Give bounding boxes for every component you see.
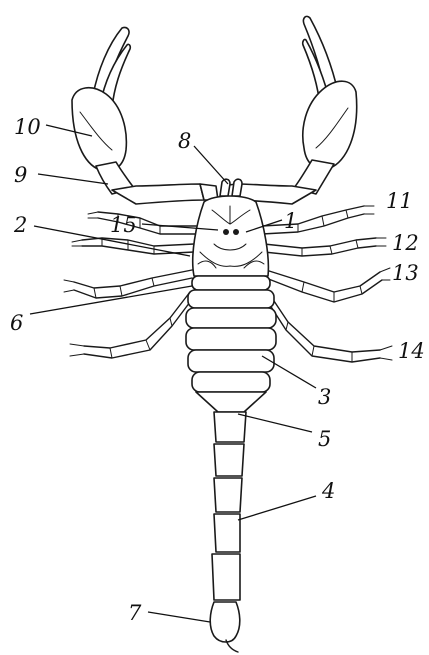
label-3: 3	[318, 385, 331, 409]
telson	[210, 602, 240, 652]
right-walking-legs	[262, 206, 392, 362]
label-13: 13	[392, 261, 419, 285]
label-11: 11	[386, 189, 413, 213]
right-pedipalp	[220, 16, 357, 204]
left-pedipalp	[72, 27, 218, 204]
label-10: 10	[14, 115, 41, 139]
label-12: 12	[392, 231, 419, 255]
mesosoma	[186, 276, 276, 412]
median-eye-left	[223, 229, 229, 235]
label-1: 1	[284, 209, 297, 233]
median-eye-right	[233, 229, 239, 235]
label-6: 6	[10, 311, 23, 335]
cephalothorax	[193, 196, 269, 276]
label-8: 8	[178, 129, 191, 153]
label-9: 9	[14, 163, 27, 187]
label-7: 7	[128, 601, 142, 625]
metasoma	[212, 412, 246, 600]
label-15: 15	[110, 213, 137, 237]
label-5: 5	[318, 427, 331, 451]
label-4: 4	[321, 479, 335, 503]
label-2: 2	[13, 213, 27, 237]
label-14: 14	[398, 339, 425, 363]
